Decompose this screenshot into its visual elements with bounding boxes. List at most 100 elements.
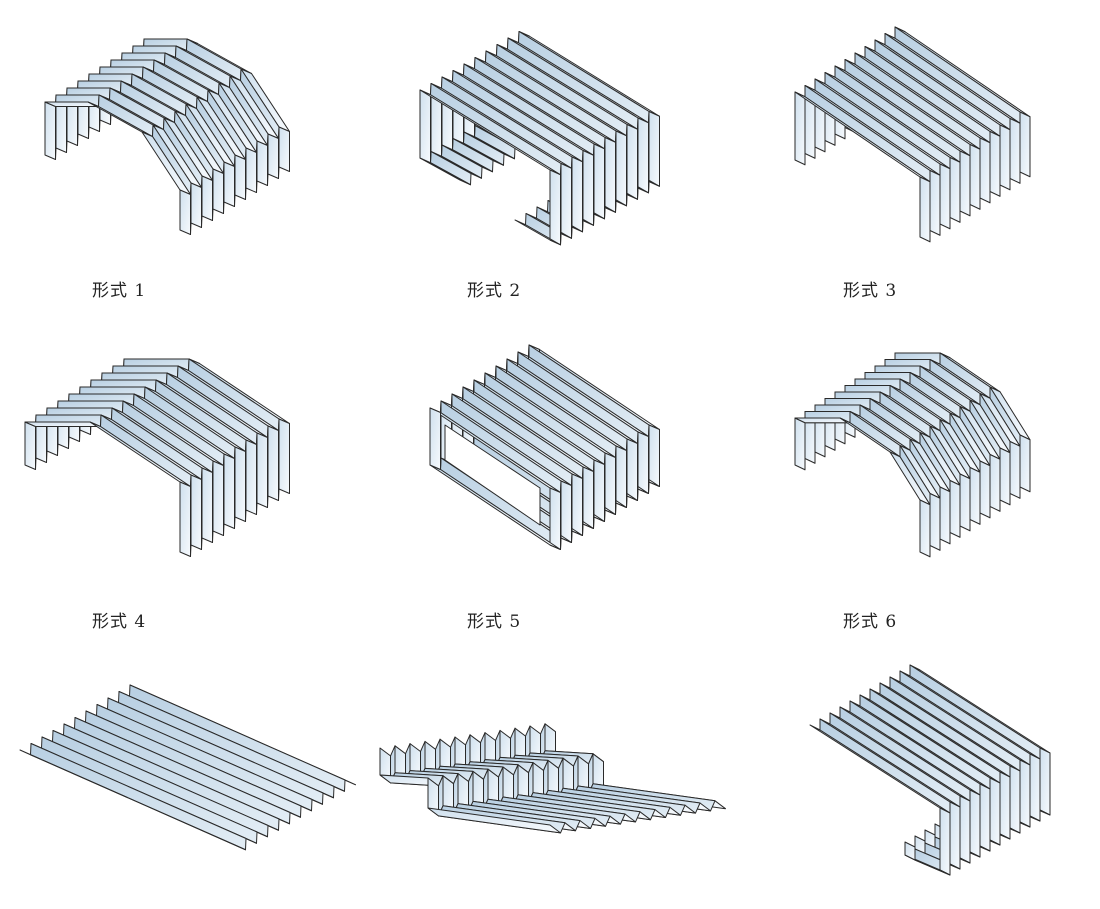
bellows-figure-flat-bellows: [19, 684, 356, 851]
pleat-front-face: [223, 161, 235, 207]
pleat-front-face: [648, 111, 660, 187]
pleat-front-face: [979, 460, 991, 519]
pleat-front-face: [794, 91, 806, 166]
pleat-front-face: [560, 480, 572, 543]
pleat-front-face: [24, 421, 36, 470]
pleat-front-face: [267, 425, 279, 501]
pleat-front-face: [245, 147, 257, 193]
pleat-front-face: [1009, 765, 1021, 834]
figure-label-2: 形式 2: [467, 281, 522, 301]
pleat-front-face: [278, 418, 290, 494]
pleat-front-face: [626, 438, 638, 501]
bellows-figure-rectangular-frame-bellows: [429, 344, 660, 550]
figure-label-3: 形式 3: [843, 281, 898, 301]
pleat-front-face: [949, 801, 961, 870]
pleat-front-face: [637, 117, 649, 194]
pleat-front-face: [939, 807, 951, 876]
pleat-front-face: [929, 170, 941, 236]
pleat-front-face: [201, 175, 213, 221]
pleat-front-face: [571, 156, 583, 233]
pleat-front-face: [615, 130, 627, 207]
bellows-figure-flanged-flat-bellows: [379, 723, 726, 834]
pleat-front-face: [615, 445, 627, 508]
pleat-front-face: [179, 189, 191, 235]
pleat-front-face: [419, 89, 431, 164]
figure-label-5: 形式 5: [467, 612, 522, 632]
pleat-front-face: [989, 454, 1001, 512]
pleat-front-face: [637, 431, 649, 494]
figure-label-1: 形式 1: [92, 281, 147, 301]
pleat-front-face: [1019, 434, 1031, 493]
pleat-front-face: [201, 467, 213, 543]
pleat-front-face: [179, 481, 191, 557]
figure-label-4: 形式 4: [92, 612, 147, 632]
figure-label-6: 形式 6: [843, 612, 898, 632]
pleat-front-face: [648, 424, 660, 487]
pleat-front-face: [24, 421, 101, 427]
pleat-front-face: [989, 777, 1001, 846]
pleat-front-face: [190, 474, 202, 550]
pleat-front-face: [429, 407, 441, 470]
pleat-front-face: [549, 487, 561, 550]
pleat-front-face: [223, 453, 235, 529]
pleat-front-face: [514, 219, 561, 246]
pleat-front-face: [234, 154, 246, 200]
pleat-front-face: [267, 133, 279, 179]
pleat-front-face: [959, 150, 971, 217]
pleat-front-face: [979, 137, 991, 204]
pleat-front-face: [969, 467, 981, 525]
pleat-front-face: [212, 460, 224, 536]
pleat-front-face: [939, 163, 951, 230]
pleat-front-face: [256, 140, 268, 186]
pleat-front-face: [582, 466, 594, 529]
pleat-front-face: [593, 143, 605, 220]
pleat-front-face: [19, 749, 246, 851]
pleat-front-face: [604, 452, 616, 515]
pleat-front-face: [549, 169, 561, 246]
pleat-front-face: [959, 795, 971, 864]
pleat-front-face: [593, 459, 605, 522]
pleat-front-face: [969, 144, 981, 210]
pleat-front-face: [919, 499, 931, 558]
pleat-front-face: [1009, 441, 1021, 499]
pleat-front-face: [794, 417, 806, 471]
bellows-figure-hooked-bellows: [809, 664, 1051, 876]
pleat-front-face: [999, 771, 1011, 840]
pleat-front-face: [1019, 759, 1031, 828]
pleat-front-face: [999, 447, 1011, 506]
pleat-front-face: [949, 157, 961, 223]
pleat-front-face: [604, 137, 616, 213]
pleat-front-face: [939, 486, 951, 545]
pleat-front-face: [44, 101, 56, 160]
pleat-front-face: [626, 124, 638, 200]
pleat-front-face: [949, 480, 961, 538]
pleat-front-face: [969, 789, 981, 858]
pleat-front-face: [999, 124, 1011, 191]
pleat-front-face: [979, 783, 991, 852]
pleat-front-face: [190, 182, 202, 228]
bellows-figure-arched-bellows: [44, 38, 290, 235]
bellows-figure-c-channel-bellows: [419, 31, 660, 246]
pleat-front-face: [929, 493, 941, 551]
inner-window: [444, 424, 541, 526]
pleat-front-face: [959, 473, 971, 532]
pleat-front-face: [245, 439, 257, 515]
pleat-front-face: [989, 131, 1001, 197]
pleat-front-face: [560, 163, 572, 239]
pleat-front-face: [256, 432, 268, 508]
bellows-figure-stepped-arch-bellows: [794, 352, 1031, 558]
pleat-front-face: [1009, 118, 1021, 184]
pleat-front-face: [212, 168, 224, 214]
pleat-front-face: [278, 126, 290, 172]
pleat-front-face: [234, 446, 246, 522]
pleat-front-face: [904, 841, 916, 861]
pleat-front-face: [427, 807, 561, 834]
pleat-front-face: [571, 473, 583, 536]
pleat-front-face: [1019, 111, 1031, 178]
pleat-front-face: [1029, 753, 1041, 822]
bellows-figure-roof-bellows: [24, 358, 290, 557]
bellows-figure-l-profile-bellows: [794, 26, 1031, 243]
pleat-front-face: [919, 176, 931, 243]
pleat-front-face: [1039, 747, 1051, 816]
